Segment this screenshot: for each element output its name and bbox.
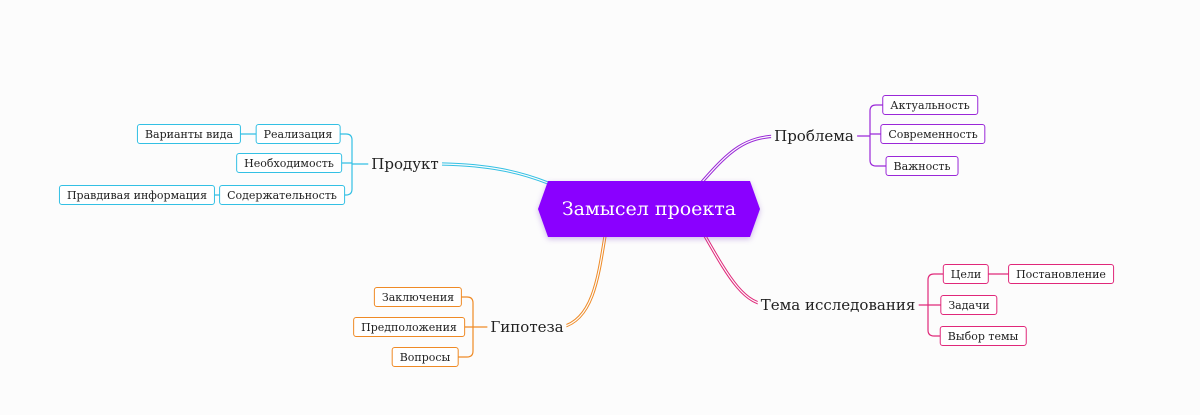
subtopic-assumptions[interactable]: Предположения [353,317,465,337]
subtopic-necessity[interactable]: Необходимость [236,153,342,173]
subtopic-statement[interactable]: Постановление [1008,264,1114,284]
subtopic-questions[interactable]: Вопросы [391,347,459,367]
connector-central-problem [700,134,779,184]
subtopic-tasks[interactable]: Задачи [940,295,998,315]
topic-hypothesis[interactable]: Гипотеза [487,317,567,337]
topic-research[interactable]: Тема исследования [757,295,919,315]
topic-problem[interactable]: Проблема [771,126,857,146]
subtopic-topic-choice[interactable]: Выбор темы [939,326,1027,346]
subtopic-modernity[interactable]: Современность [880,124,986,144]
connector-central-product [441,162,549,185]
subtopic-importance[interactable]: Важность [885,156,959,176]
central-topic-label: Замысел проекта [561,198,737,220]
subtopic-view-variants[interactable]: Варианты вида [136,124,242,144]
subtopic-conclusions[interactable]: Заключения [373,287,463,307]
central-topic[interactable]: Замысел проекта [538,181,760,237]
topic-product[interactable]: Продукт [368,154,442,174]
connector-central-hypothesis [561,235,607,329]
subtopic-meaningfulness[interactable]: Содержательность [219,185,345,205]
connector-problem-children [850,104,895,167]
subtopic-true-information[interactable]: Правдивая информация [58,185,216,205]
subtopic-relevance[interactable]: Актуальность [882,95,978,115]
subtopic-implementation[interactable]: Реализация [255,124,341,144]
subtopic-goals[interactable]: Цели [942,264,990,284]
